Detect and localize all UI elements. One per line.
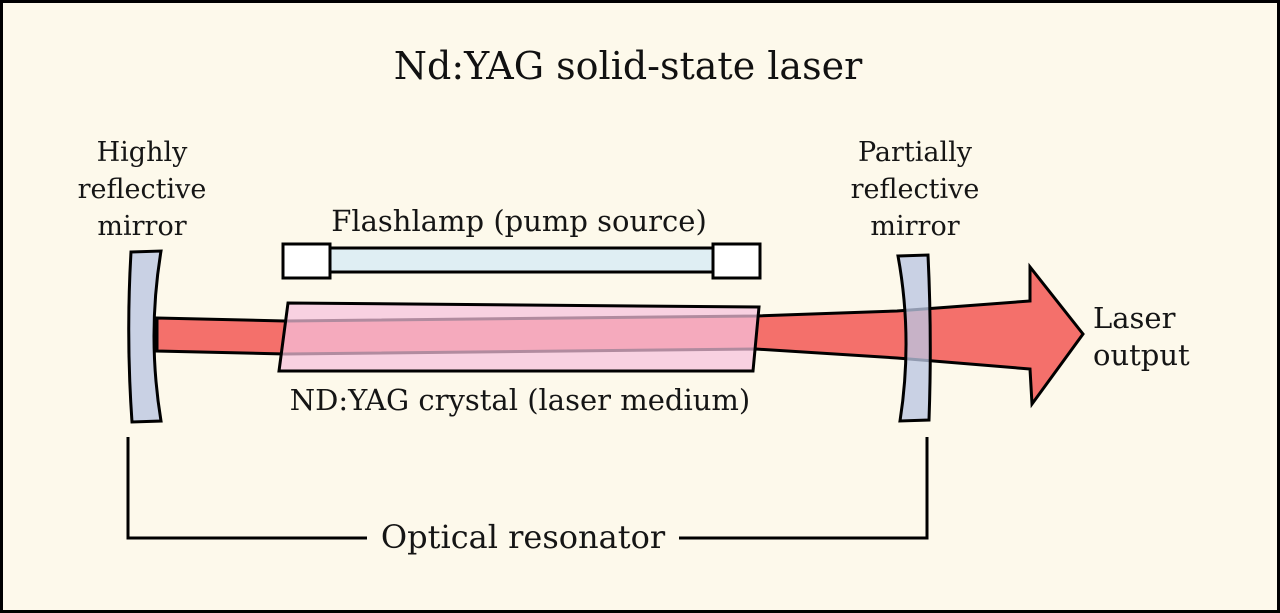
flashlamp-left-cap bbox=[281, 242, 332, 280]
resonator-bracket-right bbox=[679, 437, 929, 540]
diagram-title: Nd:YAG solid-state laser bbox=[393, 44, 863, 88]
crystal bbox=[277, 301, 761, 373]
resonator-label: Optical resonator bbox=[380, 518, 666, 556]
right-mirror bbox=[896, 253, 932, 423]
laser-output-label: Laser output bbox=[1093, 301, 1190, 372]
crystal-label: ND:YAG crystal (laser medium) bbox=[289, 383, 751, 417]
left-mirror-label: Highly reflective mirror bbox=[77, 137, 207, 242]
left-mirror bbox=[127, 249, 163, 424]
flashlamp-tube bbox=[328, 246, 715, 274]
flashlamp-label: Flashlamp (pump source) bbox=[331, 204, 707, 238]
right-mirror-label: Partially reflective mirror bbox=[850, 137, 980, 242]
flashlamp-right-cap bbox=[711, 242, 762, 280]
resonator-bracket-left bbox=[126, 437, 367, 540]
